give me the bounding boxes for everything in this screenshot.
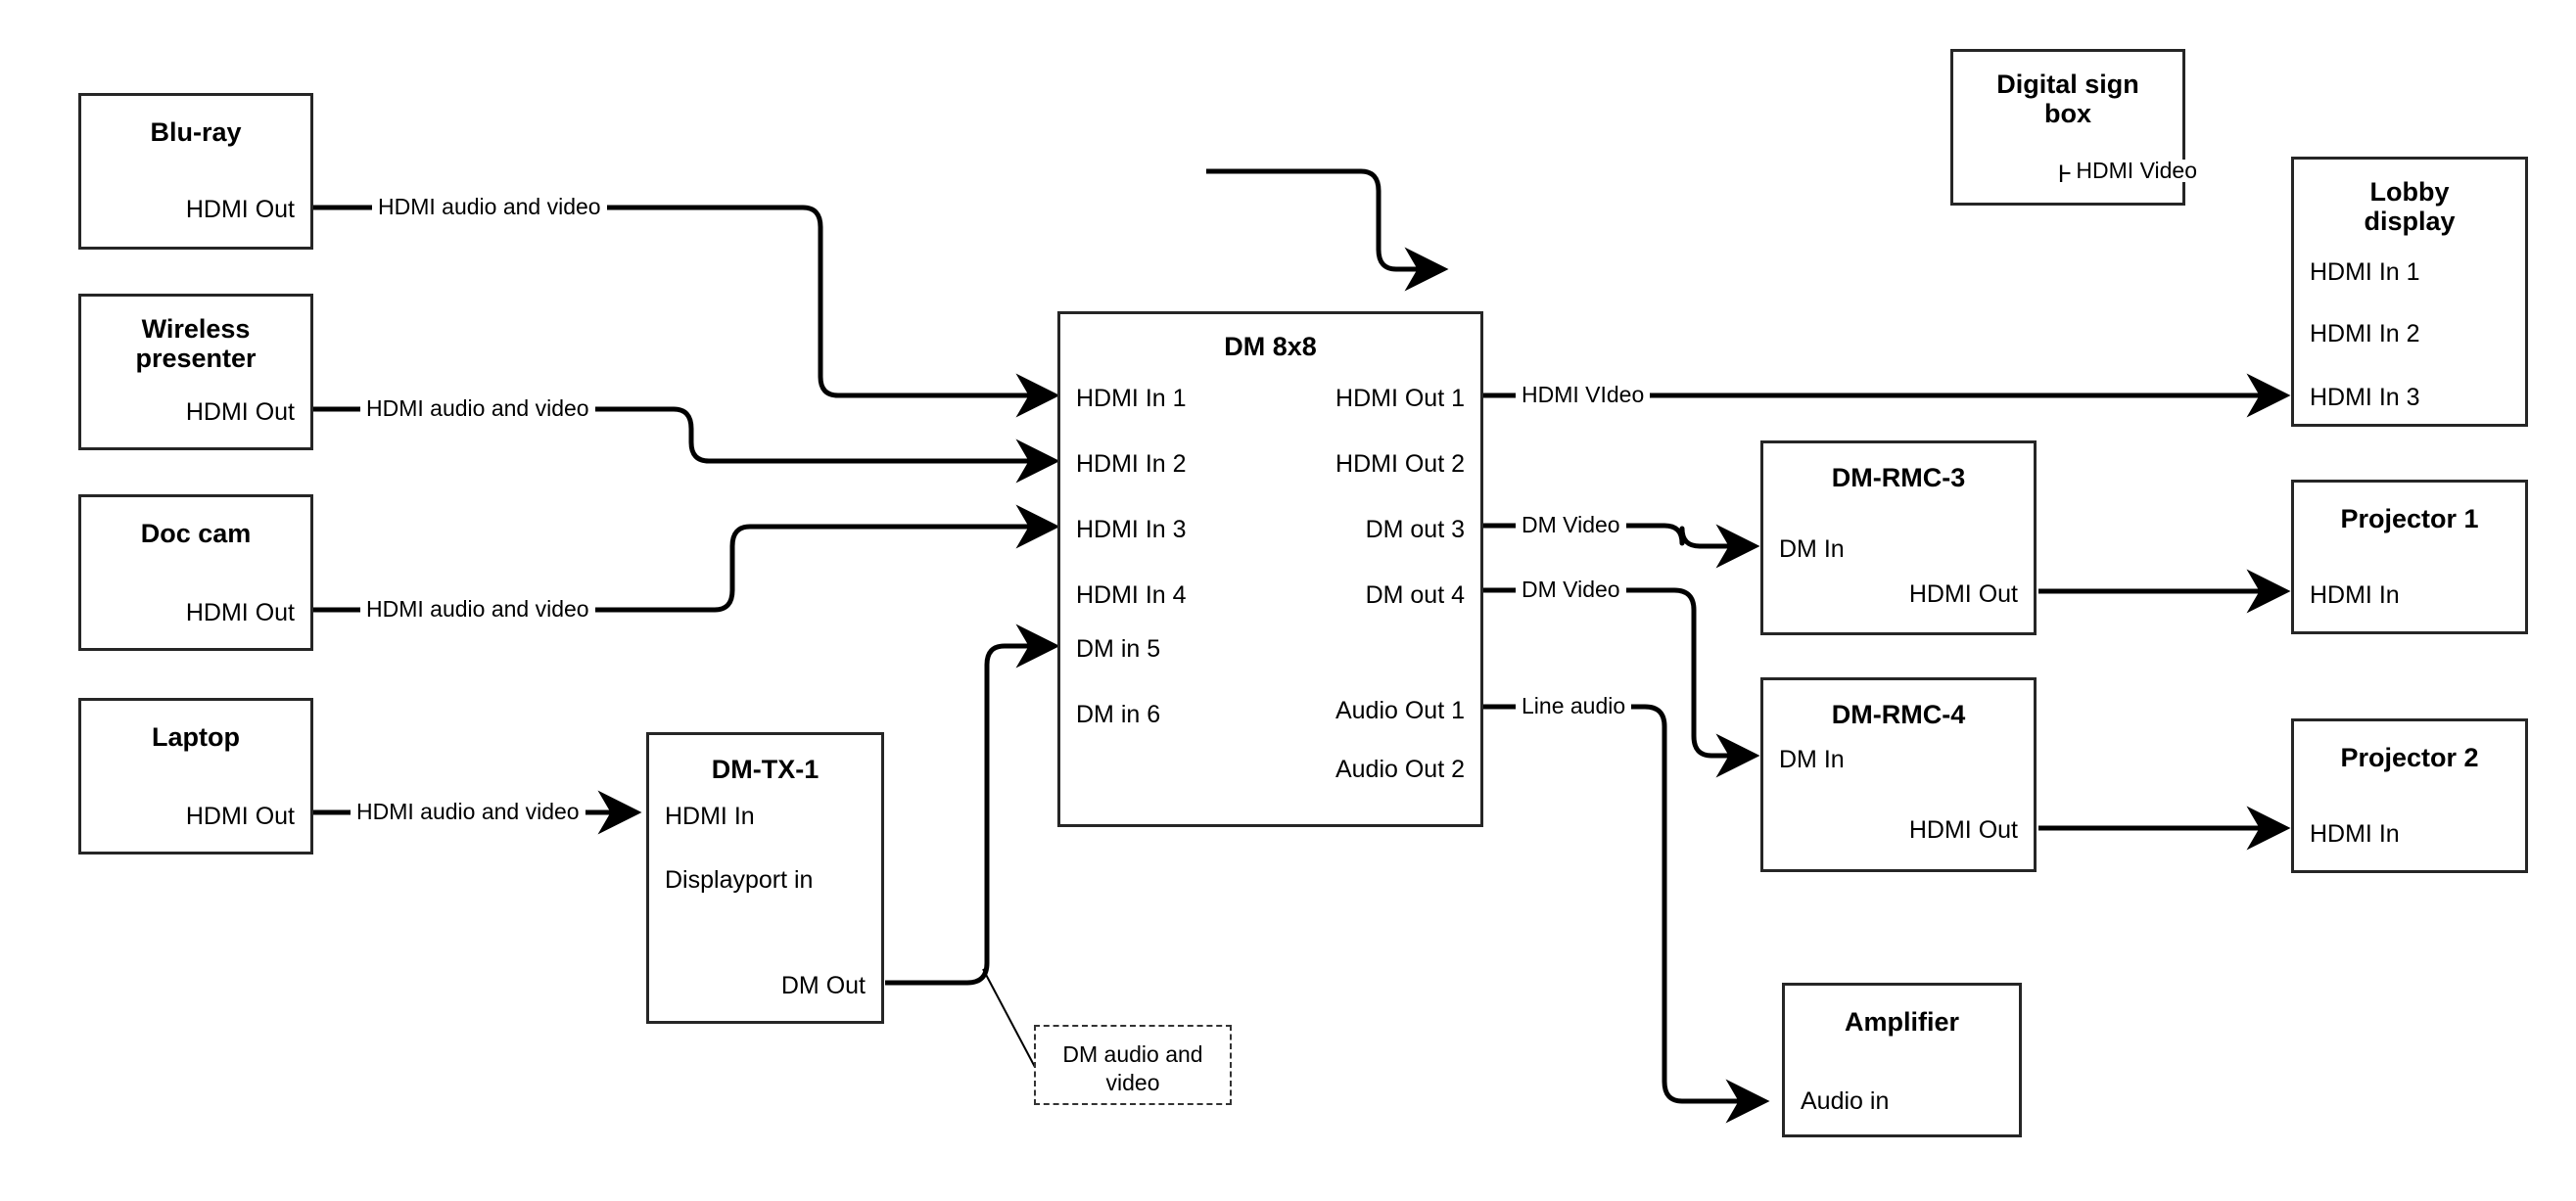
node-dm-8x8-title: DM 8x8 <box>1224 332 1317 361</box>
node-projector-1-port-hdmi-in: HDMI In <box>2310 581 2400 609</box>
node-doc-cam-title: Doc cam <box>140 519 252 548</box>
node-dm-rmc-3-title: DM-RMC-3 <box>1831 463 1966 492</box>
edge-label-laptop-to-dmtx: HDMI audio and video <box>351 801 585 823</box>
node-digital-sign-box-title: Digital sign box <box>1996 69 2139 129</box>
node-amplifier-title: Amplifier <box>1844 1007 1960 1037</box>
node-bluray[interactable]: Blu-ray HDMI Out <box>78 93 313 250</box>
node-dm-8x8-input-hdmi-in-1: HDMI In 1 <box>1076 385 1187 412</box>
node-dm-rmc-4-title: DM-RMC-4 <box>1831 700 1966 729</box>
node-lobby-display-title: Lobby display <box>2364 177 2456 237</box>
wire-dm-audioout1-to-amp <box>1483 704 1770 1124</box>
node-dm-8x8[interactable]: DM 8x8 HDMI In 1 HDMI In 2 HDMI In 3 HDM… <box>1057 311 1483 827</box>
node-wireless-presenter-port-hdmi-out: HDMI Out <box>185 398 295 426</box>
edge-label-dm-out4-to-rmc4: DM Video <box>1516 578 1626 601</box>
node-dm-tx-1-port-dm-out: DM Out <box>780 972 866 999</box>
node-dm-rmc-4-port-dm-in: DM In <box>1779 746 1845 773</box>
node-dm-rmc-3[interactable]: DM-RMC-3 DM In HDMI Out <box>1760 440 2037 635</box>
wire-signbox-to-lobby-in1 <box>1206 168 1449 292</box>
edge-label-bluray-to-dm-in1: HDMI audio and video <box>372 196 607 218</box>
node-lobby-display-port-hdmi-in-1: HDMI In 1 <box>2310 258 2420 286</box>
node-lobby-display[interactable]: Lobby display HDMI In 1 HDMI In 2 HDMI I… <box>2291 157 2528 427</box>
node-laptop[interactable]: Laptop HDMI Out <box>78 698 313 855</box>
node-dm-8x8-input-hdmi-in-4: HDMI In 4 <box>1076 581 1187 609</box>
node-dm-rmc-3-port-dm-in: DM In <box>1779 535 1845 563</box>
edge-label-dm-hdmiout1-to-lobby: HDMI VIdeo <box>1516 384 1651 406</box>
node-wireless-presenter[interactable]: Wireless presenter HDMI Out <box>78 294 313 450</box>
node-dm-tx-1-port-displayport-in: Displayport in <box>665 866 814 894</box>
note-dm-audio-and-video-text: DM audio and video <box>1062 1041 1203 1095</box>
edge-label-dm-out3-to-rmc3: DM Video <box>1516 514 1626 536</box>
node-dm-8x8-output-audio-out-1: Audio Out 1 <box>1335 697 1465 724</box>
node-amplifier[interactable]: Amplifier Audio in <box>1782 983 2022 1137</box>
node-laptop-title: Laptop <box>152 722 240 752</box>
node-wireless-presenter-title: Wireless presenter <box>135 314 257 374</box>
node-dm-8x8-output-audio-out-2: Audio Out 2 <box>1335 756 1465 783</box>
node-dm-8x8-output-dm-out-4: DM out 4 <box>1365 581 1465 609</box>
node-bluray-title: Blu-ray <box>150 117 242 147</box>
node-projector-2-port-hdmi-in: HDMI In <box>2310 820 2400 848</box>
node-dm-8x8-input-dm-in-5: DM in 5 <box>1076 635 1161 663</box>
node-lobby-display-port-hdmi-in-2: HDMI In 2 <box>2310 320 2420 347</box>
node-dm-rmc-3-port-hdmi-out: HDMI Out <box>1908 580 2018 608</box>
node-projector-1[interactable]: Projector 1 HDMI In <box>2291 480 2528 634</box>
node-laptop-port-hdmi-out: HDMI Out <box>185 803 295 830</box>
node-dm-8x8-output-hdmi-out-2: HDMI Out 2 <box>1335 450 1465 478</box>
node-dm-8x8-input-dm-in-6: DM in 6 <box>1076 701 1161 728</box>
node-dm-tx-1-port-hdmi-in: HDMI In <box>665 803 755 830</box>
edge-label-doccam-to-dm-in3: HDMI audio and video <box>360 598 595 621</box>
node-dm-tx-1[interactable]: DM-TX-1 HDMI In Displayport in DM Out <box>646 732 884 1024</box>
wire-dm-out4-to-rmc4 <box>1483 587 1760 778</box>
node-dm-8x8-output-hdmi-out-1: HDMI Out 1 <box>1335 385 1465 412</box>
node-projector-2[interactable]: Projector 2 HDMI In <box>2291 718 2528 873</box>
node-dm-rmc-4-port-hdmi-out: HDMI Out <box>1908 816 2018 844</box>
node-dm-8x8-input-hdmi-in-3: HDMI In 3 <box>1076 516 1187 543</box>
node-projector-2-title: Projector 2 <box>2340 743 2479 772</box>
wire-bluray-to-dm-in1 <box>313 205 1060 418</box>
node-dm-8x8-output-dm-out-3: DM out 3 <box>1365 516 1465 543</box>
wire-dmtx-to-dm-in5 <box>885 624 1060 986</box>
leader-line-dm-note <box>982 968 1037 1070</box>
node-lobby-display-port-hdmi-in-3: HDMI In 3 <box>2310 384 2420 411</box>
node-bluray-port-hdmi-out: HDMI Out <box>185 196 295 223</box>
node-dm-rmc-4[interactable]: DM-RMC-4 DM In HDMI Out <box>1760 677 2037 872</box>
node-projector-1-title: Projector 1 <box>2340 504 2479 533</box>
node-doc-cam[interactable]: Doc cam HDMI Out <box>78 494 313 651</box>
node-dm-tx-1-title: DM-TX-1 <box>711 755 820 784</box>
node-dm-8x8-input-hdmi-in-2: HDMI In 2 <box>1076 450 1187 478</box>
note-dm-audio-and-video: DM audio and video <box>1034 1025 1232 1105</box>
node-amplifier-port-audio-in: Audio in <box>1801 1087 1890 1115</box>
edge-label-signbox-to-lobby: HDMI Video <box>2070 160 2203 182</box>
edge-label-wireless-to-dm-in2: HDMI audio and video <box>360 397 595 420</box>
node-doc-cam-port-hdmi-out: HDMI Out <box>185 599 295 626</box>
edge-label-dm-audioout1-to-amp: Line audio <box>1516 695 1632 717</box>
